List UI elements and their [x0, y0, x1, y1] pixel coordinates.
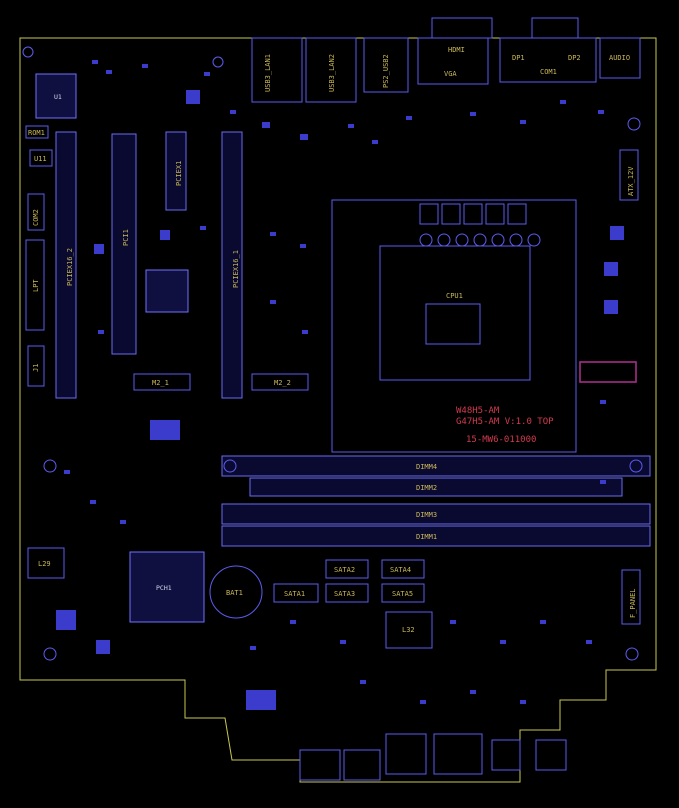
svg-text:LPT: LPT — [32, 279, 40, 292]
svg-text:HDMI: HDMI — [448, 46, 465, 54]
usb3-lan1-connector: USB3_LAN1 — [251, 37, 303, 103]
svg-text:U1: U1 — [54, 93, 62, 101]
dimm-label: DIMM4 — [416, 463, 437, 471]
ps2-usb2-connector: PS2_USB2 — [363, 37, 409, 93]
hdmi-vga-connector: HDMI VGA — [417, 17, 493, 85]
svg-text:PCH1: PCH1 — [156, 584, 172, 592]
vrm-capacitors — [419, 203, 541, 247]
atx-12v-connector: ATX_12V — [619, 149, 639, 201]
lpt-header: LPT — [25, 239, 45, 331]
svg-text:L29: L29 — [38, 560, 51, 568]
svg-text:DP2: DP2 — [568, 54, 581, 62]
dimm-slots: DIMM4 DIMM2 DIMM3 DIMM1 — [221, 455, 651, 547]
pci1-slot: PCI1 — [111, 133, 137, 355]
svg-text:VGA: VGA — [444, 70, 457, 78]
svg-text:J1: J1 — [32, 364, 40, 372]
dimm-label: DIMM2 — [416, 484, 437, 492]
svg-text:DP1: DP1 — [512, 54, 525, 62]
svg-text:AUDIO: AUDIO — [609, 54, 630, 62]
svg-text:M2_2: M2_2 — [274, 379, 291, 387]
sata-ports: SATA2 SATA4 SATA1 SATA3 SATA5 — [273, 559, 425, 603]
svg-text:COM2: COM2 — [32, 209, 40, 226]
svg-text:L32: L32 — [402, 626, 415, 634]
svg-text:BAT1: BAT1 — [226, 589, 243, 597]
svg-text:ROM1: ROM1 — [28, 129, 45, 137]
svg-text:PS2_USB2: PS2_USB2 — [382, 54, 390, 88]
m2-2-slot: M2_2 — [251, 373, 309, 391]
svg-text:U11: U11 — [34, 155, 47, 163]
l29-inductor: L29 — [27, 547, 65, 579]
pch1-chip: PCH1 — [129, 551, 205, 623]
svg-text:USB3_LAN2: USB3_LAN2 — [328, 54, 336, 92]
svg-text:SATA2: SATA2 — [334, 566, 355, 574]
svg-text:PCIEX16_1: PCIEX16_1 — [232, 250, 240, 288]
svg-text:PCI1: PCI1 — [122, 229, 130, 246]
svg-text:M2_1: M2_1 — [152, 379, 169, 387]
svg-text:SATA5: SATA5 — [392, 590, 413, 598]
svg-text:PCIEX16_2: PCIEX16_2 — [66, 248, 74, 286]
board-outline — [19, 37, 657, 783]
dimm-label: DIMM1 — [416, 533, 437, 541]
svg-text:SATA3: SATA3 — [334, 590, 355, 598]
board-marking-3: 15-MW6-011000 — [466, 435, 536, 445]
svg-text:ATX_12V: ATX_12V — [627, 166, 635, 196]
board-marking-1: W48H5-AM — [456, 406, 500, 416]
dp-com1-connector: DP1 DP2 COM1 — [499, 17, 597, 83]
pciex16-2-slot: PCIEX16_2 — [55, 131, 77, 399]
pciex16-1-slot: PCIEX16_1 — [221, 131, 243, 399]
bat1-battery: BAT1 — [209, 565, 263, 619]
usb3-lan2-connector: USB3_LAN2 — [305, 37, 357, 103]
smd-components — [56, 60, 624, 710]
svg-text:SATA1: SATA1 — [284, 590, 305, 598]
dimm-label: DIMM3 — [416, 511, 437, 519]
svg-text:CPU1: CPU1 — [446, 292, 463, 300]
u11-chip: U11 — [29, 149, 53, 167]
mounting-holes — [22, 46, 643, 661]
m2-1-slot: M2_1 — [133, 373, 191, 391]
f-panel-header: F_PANEL — [621, 569, 641, 625]
audio-connector: AUDIO — [599, 37, 641, 79]
pciex1-slot: PCIEX1 — [165, 131, 187, 211]
l32-inductor: L32 — [385, 611, 433, 649]
svg-text:SATA4: SATA4 — [390, 566, 411, 574]
u1-chip: U1 — [35, 73, 77, 119]
j1-header: J1 — [27, 345, 45, 387]
svg-text:F_PANEL: F_PANEL — [629, 588, 637, 618]
board-marking-2: G47H5-AM V:1.0 TOP — [456, 417, 554, 427]
com2-header: COM2 — [27, 193, 45, 231]
svg-text:COM1: COM1 — [540, 68, 557, 76]
rom1-chip: ROM1 — [25, 125, 49, 139]
highlight-box — [579, 361, 637, 383]
svg-text:USB3_LAN1: USB3_LAN1 — [264, 54, 272, 92]
cpu-socket: CPU1 — [331, 199, 577, 453]
svg-text:PCIEX1: PCIEX1 — [175, 161, 183, 186]
